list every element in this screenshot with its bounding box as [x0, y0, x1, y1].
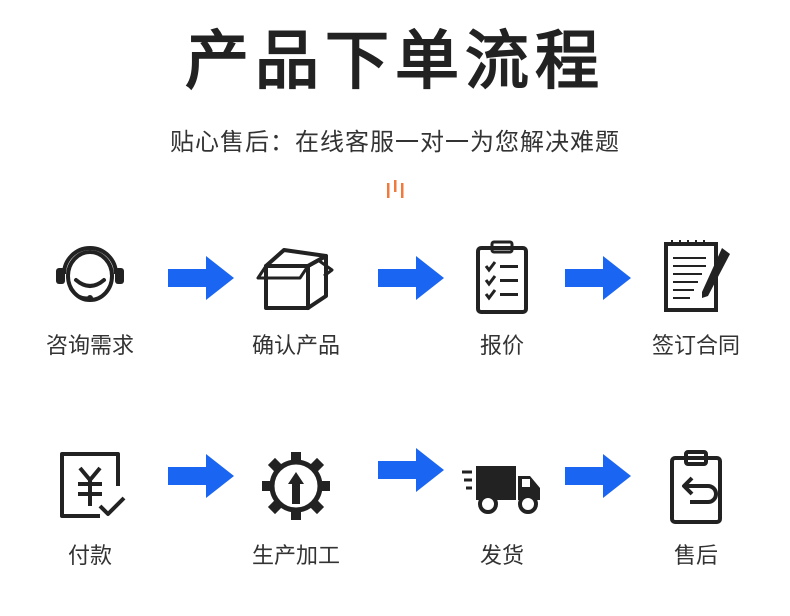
- return-clipboard-icon: [670, 450, 722, 524]
- box-icon: [256, 248, 334, 310]
- step-consult: 咨询需求: [20, 236, 160, 406]
- step-label: 生产加工: [251, 544, 340, 569]
- yuan-payment-icon: [60, 452, 126, 518]
- delivery-truck-icon: [462, 466, 540, 514]
- page-subtitle: 贴心售后：在线客服一对一为您解决难题: [170, 128, 620, 156]
- arrow-right-icon: [378, 256, 444, 300]
- arrow-right-icon: [378, 448, 444, 492]
- step-label: 签订合同: [651, 334, 740, 359]
- divider-mark-icon: [387, 180, 404, 198]
- step-label: 确认产品: [251, 334, 340, 359]
- gear-production-icon: [262, 452, 330, 520]
- clipboard-checklist-icon: [476, 240, 528, 314]
- step-label: 售后: [673, 544, 718, 569]
- step-label: 报价: [479, 334, 524, 359]
- step-shipping: 发货: [432, 446, 572, 616]
- step-confirm-product: 确认产品: [226, 236, 366, 406]
- step-label: 付款: [67, 544, 112, 569]
- step-after-sales: 售后: [626, 446, 766, 616]
- step-production: 生产加工: [226, 446, 366, 616]
- step-quote: 报价: [432, 236, 572, 406]
- arrow-right-icon: [565, 256, 631, 300]
- arrow-right-icon: [565, 454, 631, 498]
- arrow-right-icon: [168, 454, 234, 498]
- arrow-right-icon: [168, 256, 234, 300]
- headset-icon: [56, 246, 124, 302]
- step-label: 发货: [479, 544, 524, 569]
- step-payment: 付款: [20, 446, 160, 616]
- step-label: 咨询需求: [45, 334, 134, 359]
- contract-pen-icon: [664, 240, 730, 312]
- page-title: 产品下单流程: [185, 25, 605, 99]
- step-sign-contract: 签订合同: [626, 236, 766, 406]
